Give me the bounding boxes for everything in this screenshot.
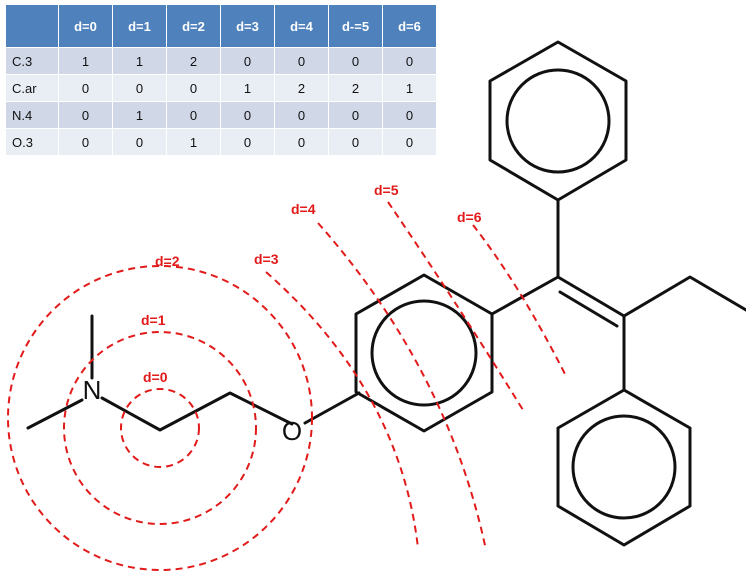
- bottom-phenyl-aromatic-circle: [571, 414, 677, 520]
- label-d5: d=5: [374, 182, 399, 198]
- table-cell: 1: [382, 74, 436, 102]
- column-header: d=6: [382, 5, 436, 48]
- column-header: d=1: [112, 5, 167, 48]
- column-header: d=4: [274, 5, 329, 48]
- table-cell: 0: [328, 128, 383, 155]
- shell-d5: [387, 201, 524, 411]
- bond-alkene-double-outer: [556, 275, 626, 318]
- table-cell: 2: [328, 74, 383, 102]
- central-ring-aromatic-circle: [370, 299, 478, 407]
- row-label: C.3: [6, 47, 59, 75]
- label-d6: d=6: [457, 209, 482, 225]
- column-header: d=0: [58, 5, 113, 48]
- table-cell: 0: [274, 47, 329, 75]
- table-cell: 2: [166, 47, 221, 75]
- oxygen-atom-label: O: [282, 416, 302, 446]
- column-header: d=2: [166, 5, 221, 48]
- bond-o-to-ring: [303, 391, 361, 425]
- row-label: N.4: [6, 101, 59, 129]
- label-d2: d=2: [155, 253, 180, 269]
- table-header-row: d=0 d=1 d=2 d=3 d=4 d-=5 d=6: [6, 5, 436, 48]
- bond-ring-to-alkene: [490, 275, 560, 316]
- table-cell: 0: [220, 101, 275, 129]
- bond-n-methyl-left: [26, 398, 84, 430]
- table-cell: 1: [112, 47, 167, 75]
- table-cell: 1: [58, 47, 113, 75]
- shell-d4: [317, 222, 487, 551]
- column-header: d=3: [220, 5, 275, 48]
- column-header: d-=5: [328, 5, 383, 48]
- table-cell: 0: [112, 74, 167, 102]
- table-cell: 0: [382, 47, 436, 75]
- column-header: [6, 5, 59, 48]
- table-cell: 0: [166, 101, 221, 129]
- table-cell: 1: [220, 74, 275, 102]
- label-d1: d=1: [141, 312, 166, 328]
- row-label: O.3: [6, 128, 59, 155]
- shell-d6: [472, 224, 568, 379]
- molecule-skeleton: N O: [26, 40, 746, 547]
- label-d0: d=0: [143, 369, 168, 385]
- table-cell: 0: [220, 128, 275, 155]
- table-cell: 1: [112, 101, 167, 129]
- table-cell: 0: [166, 74, 221, 102]
- table-cell: 0: [58, 101, 113, 129]
- table-cell: 0: [220, 47, 275, 75]
- label-d4: d=4: [291, 201, 316, 217]
- distance-labels: d=0 d=1 d=2 d=3 d=4 d=5 d=6: [141, 182, 482, 385]
- shell-d0: [120, 388, 200, 468]
- table-cell: 0: [328, 47, 383, 75]
- top-phenyl-aromatic-circle: [505, 68, 611, 174]
- table-cell: 0: [382, 128, 436, 155]
- table-cell: 0: [58, 128, 113, 155]
- distance-shells: [7, 201, 568, 571]
- table-cell: 0: [58, 74, 113, 102]
- top-phenyl-ring: [488, 40, 628, 202]
- table-cell: 0: [274, 101, 329, 129]
- bond-ethyl-group: [622, 275, 746, 318]
- shell-d2: [7, 265, 313, 571]
- bottom-phenyl-ring: [556, 388, 692, 547]
- table-cell: 0: [112, 128, 167, 155]
- bond-chain-n-to-o: [100, 391, 294, 432]
- table-cell: 0: [328, 101, 383, 129]
- table-cell: 1: [166, 128, 221, 155]
- central-benzene-ring: [354, 273, 494, 433]
- shell-d3: [265, 271, 419, 549]
- shell-d1: [63, 331, 257, 525]
- nitrogen-atom-label: N: [83, 375, 102, 405]
- bond-alkene-double-inner: [558, 290, 619, 328]
- table-cell: 0: [274, 128, 329, 155]
- row-label: C.ar: [6, 74, 59, 102]
- table-cell: 0: [382, 101, 436, 129]
- label-d3: d=3: [254, 251, 279, 267]
- table-cell: 2: [274, 74, 329, 102]
